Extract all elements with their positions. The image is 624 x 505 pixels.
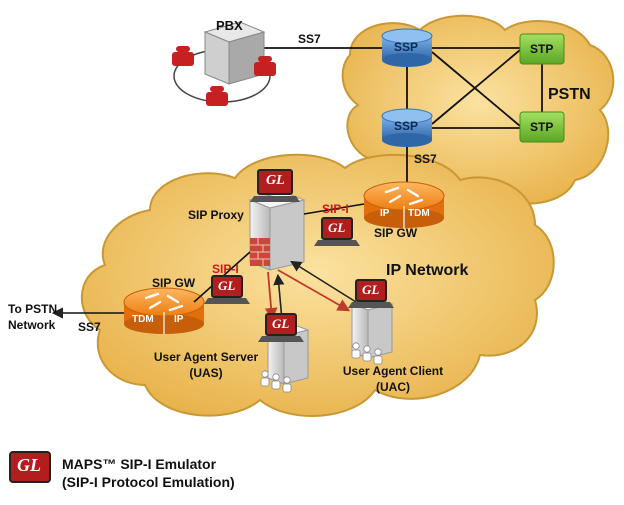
uas-label-line2: (UAS) (189, 366, 223, 380)
gl-logo-text: GL (328, 220, 346, 235)
footer-subtitle: (SIP-I Protocol Emulation) (62, 474, 235, 490)
gl-logo-text: GL (17, 455, 41, 475)
proxy-gw-right-link (303, 203, 365, 215)
ssp-bottom-label: SSP (394, 119, 419, 133)
out-ss7-label: SS7 (78, 320, 101, 334)
stp-bottom-node (519, 111, 565, 143)
sip-gw-left-label: SIP GW (152, 276, 196, 290)
pbx-ss7-label: SS7 (298, 32, 321, 46)
ssp-bottom-node (381, 108, 433, 147)
gl-logo-text: GL (218, 278, 236, 293)
ssp-top-label: SSP (394, 40, 419, 54)
stp-bottom-label: STP (530, 120, 554, 134)
gw-ss7-label: SS7 (414, 152, 437, 166)
gl-logo-text: GL (266, 173, 285, 188)
pstn-cloud-label: PSTN (548, 86, 591, 103)
sip-gw-left-router (123, 287, 205, 334)
pbx-node (172, 21, 276, 106)
pbx-label: PBX (216, 18, 243, 33)
sip-proxy-server (248, 191, 306, 271)
gl-laptop-uas (258, 313, 304, 342)
uac-proxy-arrow (290, 260, 357, 303)
proxy-uas-arrow (264, 271, 278, 321)
ip-left-label: IP (174, 314, 184, 325)
gl-laptop-gw-left (204, 275, 250, 304)
gl-laptop-top (250, 169, 300, 202)
sip-proxy-label: SIP Proxy (188, 208, 244, 222)
firewall-icon (250, 238, 270, 266)
uas-proxy-arrow (273, 273, 285, 321)
uac-label-line1: User Agent Client (342, 364, 444, 378)
gl-logo (9, 451, 51, 483)
uas-label-line1: User Agent Server (153, 350, 259, 364)
proxy-uac-arrow (277, 269, 351, 312)
stp-top-node (519, 33, 565, 65)
ip-right-label: IP (380, 208, 390, 219)
sip-gw-right-label: SIP GW (374, 226, 418, 240)
sip-i-left-label: SIP-I (212, 262, 239, 276)
to-pstn-label-line2: Network (8, 318, 56, 332)
user-group-icon (351, 342, 383, 365)
sip-gw-right-router (363, 181, 445, 228)
tdm-right-label: TDM (408, 208, 430, 219)
phone-icon (254, 56, 276, 76)
ssp-top-node (381, 28, 433, 67)
gl-laptop-uac (348, 279, 394, 308)
phone-icon (206, 86, 228, 106)
uac-label-line2: (UAC) (376, 380, 410, 394)
to-pstn-label-line1: To PSTN (8, 302, 58, 316)
user-group-icon (260, 370, 292, 393)
pstn-links (262, 47, 543, 182)
footer-title: MAPS™ SIP-I Emulator (62, 456, 217, 472)
gl-laptop-gw-right (314, 217, 360, 246)
tdm-left-label: TDM (132, 314, 154, 325)
phone-icon (172, 46, 194, 66)
sip-i-right-label: SIP-I (322, 202, 349, 216)
ip-network-label: IP Network (386, 262, 469, 279)
stp-top-label: STP (530, 42, 554, 56)
gl-logo-text: GL (272, 316, 290, 331)
gl-logo-text: GL (362, 282, 380, 297)
ssp-stp-cross-2 (431, 49, 521, 125)
ssp-stp-cross-1 (431, 51, 521, 127)
